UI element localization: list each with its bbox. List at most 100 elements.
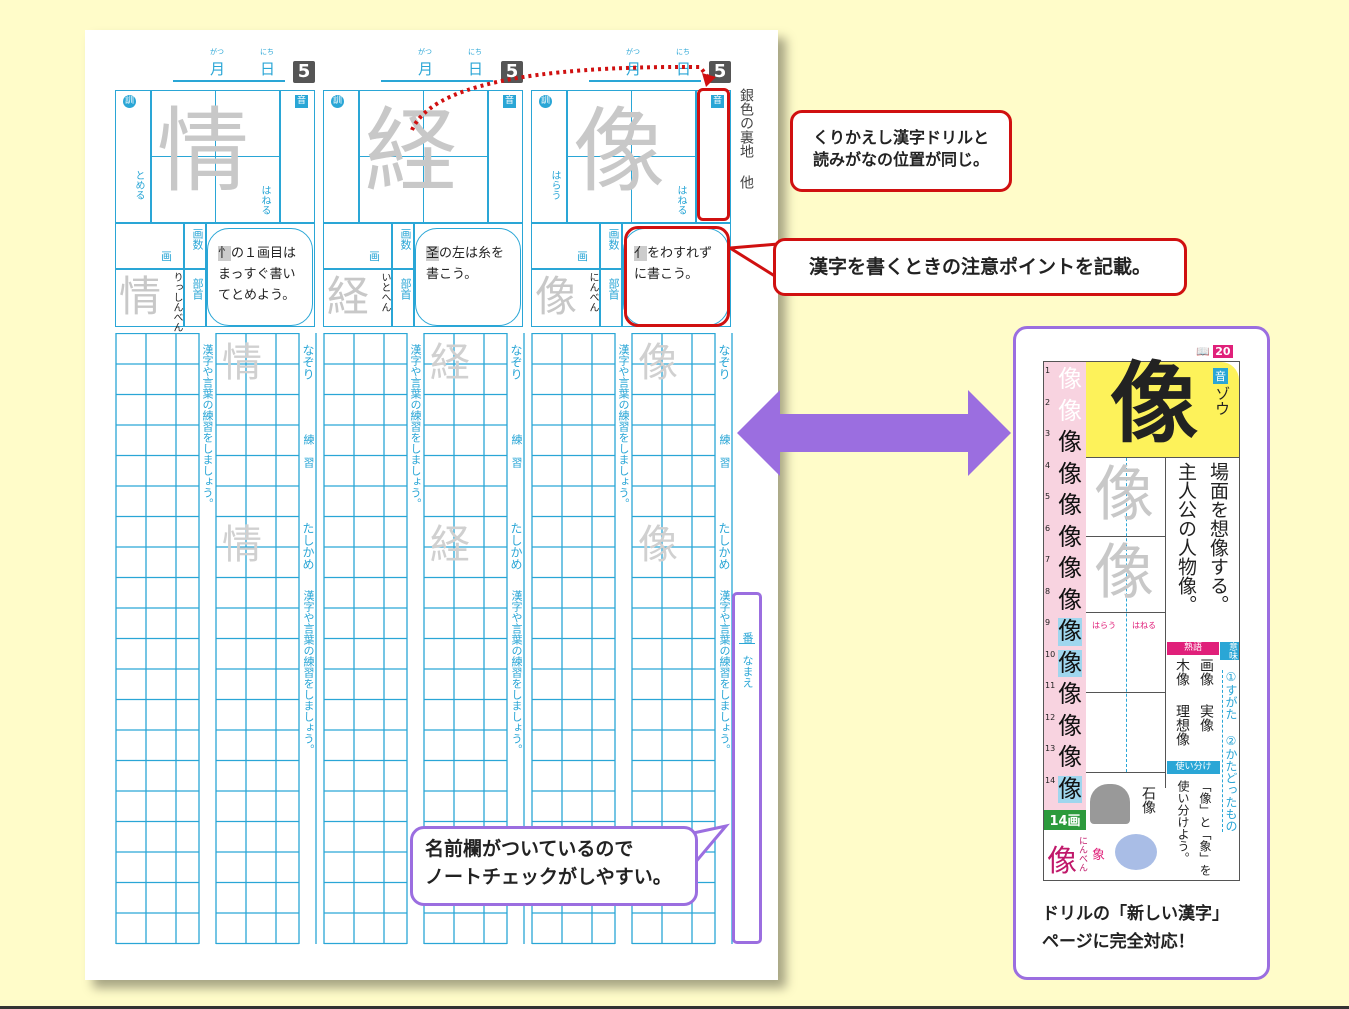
instruction: 漢字や言葉の練習をしましょう。 (201, 344, 214, 509)
radical-name: りっしんべん (171, 272, 182, 332)
callout-line: 読みがなの位置が同じ。 (812, 150, 989, 169)
drill-page (1043, 361, 1240, 881)
instruction: 漢字や言葉の練習をしましょう。 (718, 590, 731, 755)
stroke-unit: 画 (577, 250, 588, 263)
stroke-number: 9 (1045, 618, 1051, 627)
radical-kanji: 像 (1047, 844, 1077, 879)
lesson-number: 5 (293, 61, 315, 83)
stroke-number: 3 (1045, 429, 1051, 438)
radical-kanji: 経 (327, 272, 370, 321)
on-label: 音 (711, 95, 724, 108)
kun-label: 訓 (539, 95, 552, 108)
trace-kanji-2: 像 (1094, 538, 1154, 608)
double-arrow-icon (737, 390, 1011, 476)
stroke-number: 6 (1045, 523, 1051, 533)
tip-highlight: 亻 (634, 246, 648, 261)
tip-text: をわすれずに書こう。 (634, 246, 713, 282)
stroke-step-kanji: 像 (1058, 774, 1082, 804)
tip-highlight: 忄 (218, 246, 232, 261)
tip-highlight-box (624, 226, 730, 327)
practice-grid (323, 333, 525, 945)
check-label: たしかめ (509, 522, 523, 570)
stroke-order-column (1044, 362, 1086, 810)
stroke-step-kanji: 像 (1058, 743, 1082, 771)
practice-label: 練習 (510, 434, 523, 480)
stroke-number: 4 (1045, 460, 1051, 470)
model-kanji: 経 (365, 98, 458, 205)
elephant-illustration (1115, 834, 1157, 870)
instruction: 漢字や言葉の練習をしましょう。 (302, 590, 315, 755)
stroke-note: はねる (259, 185, 270, 215)
illustration-label: 象 (1092, 848, 1106, 863)
side-example-more: 他 (738, 175, 754, 189)
tip-text: の１画目はまっすぐ書いてとめよう。 (218, 246, 297, 303)
day-label: 日 (676, 60, 692, 78)
callout-line: ノートチェックがしやすい。 (425, 866, 672, 888)
example-2: 主人公の人物像。 (1175, 462, 1197, 614)
stroke-step-kanji: 像 (1058, 554, 1082, 582)
stroke-step-kanji: 像 (1058, 459, 1082, 488)
check-kanji: 情 (222, 522, 262, 568)
word: 画像 (1198, 658, 1214, 686)
tracing-label: なぞり (717, 344, 731, 380)
trace-area (1086, 458, 1166, 788)
check-kanji: 像 (638, 522, 678, 568)
month-ruby: がつ (626, 48, 640, 56)
stroke-count-label: 画数 (399, 228, 412, 250)
note-harau: はらう (1092, 621, 1116, 630)
elephant-statue-illustration (1090, 784, 1130, 824)
stroke-number: 12 (1045, 712, 1056, 722)
practice-grid (115, 333, 317, 945)
stroke-number: 5 (1045, 492, 1051, 501)
tip-bubble: 亻をわすれずに書こう。 (623, 228, 729, 326)
trace-kanji: 像 (638, 340, 678, 386)
trace-kanji: 経 (430, 340, 470, 386)
stroke-step-kanji: 像 (1058, 680, 1082, 708)
day-ruby: にち (468, 48, 482, 56)
stroke-unit: 画 (369, 250, 380, 263)
stroke-number: 1 (1045, 366, 1051, 375)
number-label: 番 (739, 632, 755, 644)
caption-line: ページに完全対応！ (1042, 932, 1195, 952)
callout-line: 名前欄がついているので (425, 838, 634, 860)
stroke-step-kanji: 像 (1058, 711, 1082, 740)
name-field-callout: 名前欄がついているので ノートチェックがしやすい。 (410, 826, 698, 906)
check-label: たしかめ (301, 522, 315, 570)
tracing-label: なぞり (509, 344, 523, 380)
card-caption: ドリルの「新しい漢字」 ページに完全対応！ (1042, 900, 1229, 956)
stroke-step-kanji: 像 (1058, 396, 1082, 425)
name-field-highlight[interactable] (732, 592, 762, 944)
practice-label: 練習 (718, 434, 731, 480)
radical-kanji: 像 (535, 272, 578, 321)
stroke-step-kanji: 像 (1058, 428, 1082, 456)
check-label: たしかめ (717, 522, 731, 570)
practice-label: 練習 (302, 434, 315, 480)
radical-kanji: 情 (119, 272, 162, 321)
usage-label: 使い分け (1167, 761, 1220, 774)
month-label: 月 (210, 60, 226, 78)
day-label: 日 (468, 60, 484, 78)
book-icon: 📖 (1196, 345, 1210, 358)
side-example-text: 銀色の裏地 (738, 88, 754, 158)
radical-label: 部首 (191, 278, 204, 300)
tip-bubble: 忄の１画目はまっすぐ書いてとめよう。 (207, 228, 313, 326)
day-label: 日 (260, 60, 276, 78)
usage: 「像」と「象」を使い分けよう。 (1176, 780, 1212, 876)
stroke-number: 7 (1045, 555, 1051, 564)
dotted-arrow (410, 64, 716, 131)
word: 木像 (1174, 658, 1190, 686)
jukugo-label: 熟語 (1167, 642, 1219, 655)
stroke-count-label: 画数 (191, 228, 204, 250)
page-number: 20 (1213, 345, 1233, 358)
trace-kanji-1: 像 (1094, 460, 1154, 530)
kun-label: 訓 (123, 95, 136, 108)
stroke-step-kanji: 像 (1058, 365, 1082, 393)
model-kanji: 情 (157, 98, 250, 205)
meaning-label: 意味 (1220, 642, 1239, 660)
instruction: 漢字や言葉の練習をしましょう。 (510, 590, 523, 755)
stroke-total: 14画 (1044, 810, 1086, 830)
kun-label: 訓 (331, 95, 344, 108)
meaning: ①すがた ②かたどったもの (1222, 670, 1238, 832)
check-kanji: 経 (430, 522, 470, 568)
stroke-number: 2 (1045, 397, 1051, 407)
